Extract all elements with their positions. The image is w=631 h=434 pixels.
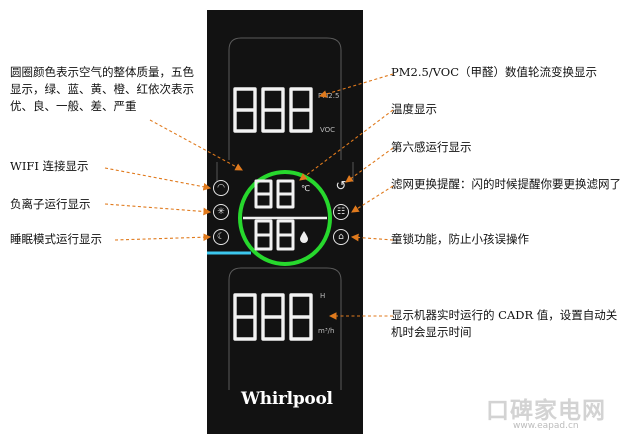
anion-icon: ✳ [213, 204, 229, 220]
humidity-drop-icon [300, 231, 308, 243]
child-lock-label: 童锁功能，防止小孩误操作 [391, 232, 529, 246]
pm-voc-label: PM2.5/VOC（甲醛）数值轮流变换显示 [391, 65, 598, 79]
celsius-unit: ℃ [301, 184, 310, 193]
temperature-label: 温度显示 [391, 102, 437, 116]
wifi-label: WIFI 连接显示 [10, 159, 89, 173]
pm25-unit: PM2.5 [318, 92, 340, 100]
sixth-sense-icon: ↺ [335, 179, 347, 194]
sixth-sense-label: 第六感运行显示 [391, 140, 472, 154]
panel-frame [207, 37, 354, 390]
cadr-label: 显示机器实时运行的 CADR 值，设置自动关机时会显示时间 [391, 308, 618, 339]
temperature-digits [254, 179, 295, 209]
sleep-mode-label: 睡眠模式运行显示 [10, 232, 102, 246]
air-quality-ring [238, 170, 332, 266]
filter-reminder-label: 滤网更换提醒：闪的时候提醒你要更换滤网了 [391, 177, 621, 191]
wifi-icon: ◠ [213, 180, 229, 196]
pm-voc-digits [233, 87, 313, 133]
sleep-icon: ☾ [213, 229, 229, 245]
voc-unit: VOC [320, 126, 336, 134]
hour-unit: H [320, 292, 326, 300]
brand-logo: Whirlpool [241, 389, 333, 409]
cadr-digits [233, 293, 313, 341]
flow-unit: m³/h [318, 327, 335, 335]
anion-label: 负离子运行显示 [10, 197, 91, 211]
filter-icon: ☷ [333, 204, 349, 220]
watermark-text: 口碑家电网 [486, 398, 606, 424]
watermark-url: www.eapad.cn [513, 421, 579, 431]
humidity-digits [254, 219, 295, 251]
air-quality-ring-label: 圆圈颜色表示空气的整体质量，五色显示，绿、蓝、黄、橙、红依次表示优、良、一般、差… [10, 65, 194, 113]
child-lock-icon: ⌂ [333, 229, 349, 245]
